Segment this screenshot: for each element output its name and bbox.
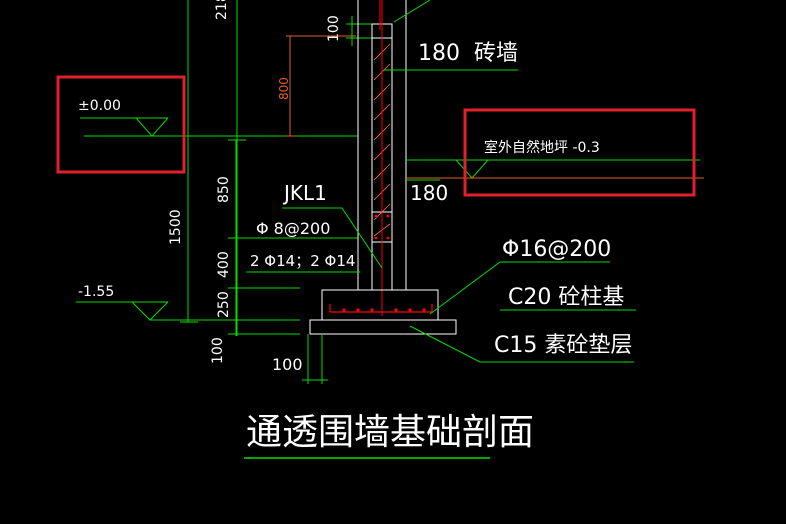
stirrup-label: Φ 8@200 [256, 219, 330, 238]
drawing-title: 通透围墙基础剖面 [246, 412, 534, 453]
vertical-dimension-texts: 218 850 1500 400 250 100 100 [168, 0, 342, 364]
dim-100-left-text: 100 [210, 337, 226, 364]
footing-rebar-label: Φ16@200 [502, 237, 611, 262]
wall-width-text: 180 [410, 181, 448, 205]
dim-100-top [346, 16, 372, 46]
dim-1500-text: 1500 [168, 209, 184, 245]
footing-label: C20 砼柱基 [508, 285, 624, 310]
dim-800 [286, 35, 356, 137]
dim-218-text: 218 [214, 0, 230, 20]
level-zero-symbol [80, 117, 186, 137]
dim-250-text: 250 [216, 291, 232, 318]
wall-label: 180 砖墙 [418, 41, 518, 66]
cushion-label: C15 素砼垫层 [494, 333, 632, 358]
level-bottom-text: -1.55 [78, 284, 114, 300]
beam-rebar-label: 2 Φ14；2 Φ14 [250, 252, 355, 270]
dim-100-bottom [302, 334, 328, 384]
dim-100-bottom-text: 100 [272, 355, 303, 374]
highlight-box-zero-level [56, 75, 186, 174]
level-bottom-symbol [76, 301, 190, 321]
dim-850-text: 850 [216, 176, 232, 203]
dim-400-text: 400 [216, 251, 232, 278]
level-outdoor-text: 室外自然地坪 -0.3 [484, 139, 600, 156]
wall-body [357, 0, 407, 290]
dim-800-text: 800 [277, 77, 291, 100]
leader-lines [246, 0, 636, 363]
highlight-box-outdoor-level [463, 108, 696, 197]
level-zero-text: ±0.00 [78, 98, 121, 114]
beam-label: JKL1 [282, 181, 327, 205]
dim-100-top-text: 100 [326, 15, 342, 42]
footing [309, 214, 457, 335]
